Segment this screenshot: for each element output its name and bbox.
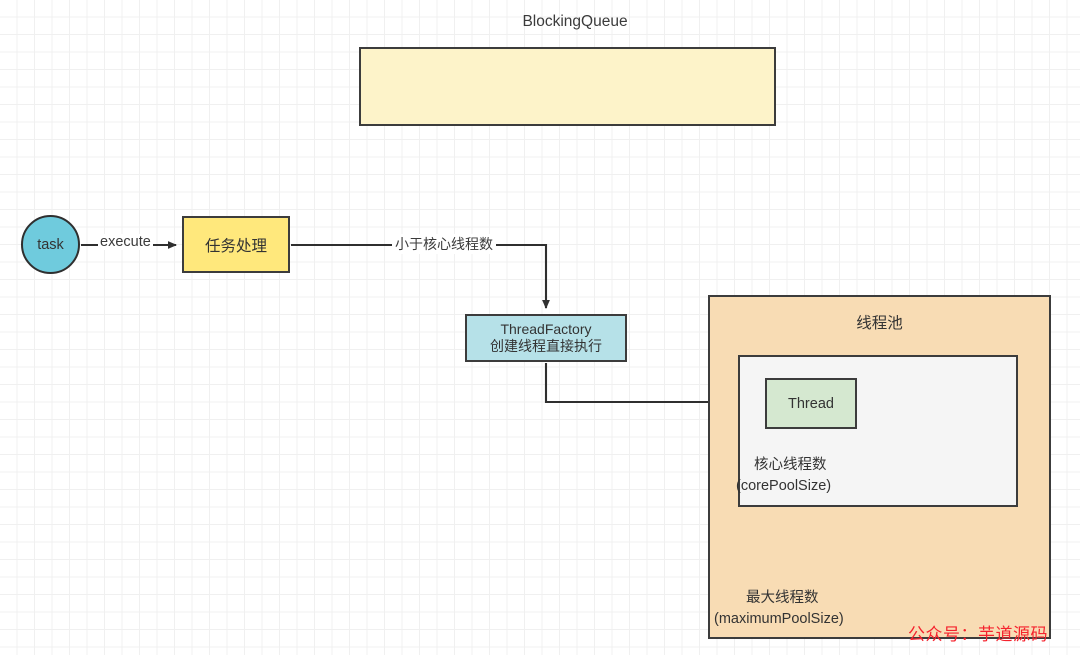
max-pool-size-label-en: (maximumPoolSize) (714, 611, 844, 628)
core-pool-size-label: 核心线程数 (corePoolSize) (736, 455, 936, 497)
edge-process-to-threadfactory (291, 243, 550, 309)
thread-factory-node[interactable]: ThreadFactory 创建线程直接执行 (465, 314, 627, 362)
task-process-label: 任务处理 (204, 237, 267, 255)
thread-pool-title: 线程池 (856, 315, 903, 332)
task-process-node[interactable]: 任务处理 (182, 216, 290, 273)
thread-label: Thread (788, 395, 834, 412)
max-pool-size-label-cn: 最大线程数 (746, 590, 819, 606)
task-node[interactable]: task (21, 215, 80, 274)
core-pool-size-label-en: (corePoolSize) (736, 478, 832, 495)
watermark-text: 公众号：芋道源码 (908, 625, 1048, 644)
task-label: task (37, 236, 64, 253)
thread-node[interactable]: Thread (765, 378, 857, 429)
thread-factory-subtitle: 创建线程直接执行 (490, 338, 602, 354)
blocking-queue-box (359, 47, 776, 126)
thread-factory-title: ThreadFactory (500, 320, 592, 337)
max-pool-size-label: 最大线程数 (maximumPoolSize) (714, 588, 964, 630)
blocking-queue-title: BlockingQueue (522, 13, 628, 30)
edge-label-less-than-core: 小于核心线程数 (392, 234, 496, 254)
core-pool-size-label-cn: 核心线程数 (754, 457, 827, 473)
thread-pool-container: 线程池 (708, 295, 1051, 639)
edge-label-execute: execute (98, 234, 153, 250)
